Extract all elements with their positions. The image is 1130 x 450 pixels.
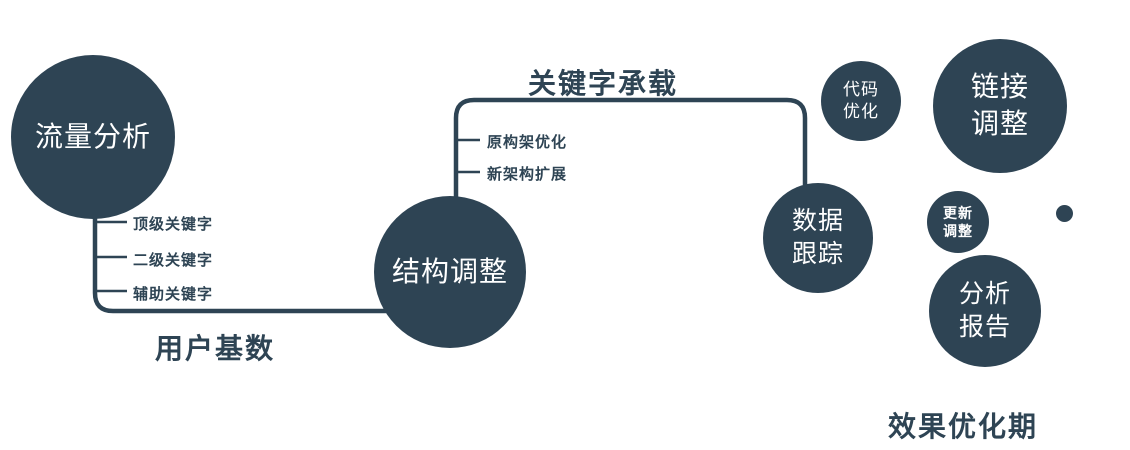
node-update-adjustment: 更新 调整	[927, 191, 989, 253]
branch-label-top-keywords: 顶级关键字	[133, 216, 214, 233]
branch-label-aux-keywords: 辅助关键字	[133, 286, 214, 303]
small-dot-marker	[1056, 205, 1073, 222]
node-traffic-analysis: 流量分析	[11, 55, 175, 219]
edge-label-user-base: 用户基数	[155, 333, 276, 364]
phase-label-effect-optimization: 效果优化期	[888, 411, 1039, 442]
node-data-tracking: 数据 跟踪	[763, 183, 873, 293]
node-structure-adjustment: 结构调整	[374, 196, 526, 348]
edge-label-keyword-bearing: 关键字承载	[528, 68, 679, 99]
branch-label-framework-optimize: 原构架优化	[487, 134, 568, 151]
node-link-adjustment: 链接 调整	[933, 39, 1067, 173]
branch-label-framework-expand: 新架构扩展	[487, 166, 568, 183]
node-analysis-report: 分析 报告	[929, 255, 1041, 367]
node-code-optimization: 代码 优化	[821, 61, 901, 141]
branch-label-second-keywords: 二级关键字	[133, 252, 214, 269]
